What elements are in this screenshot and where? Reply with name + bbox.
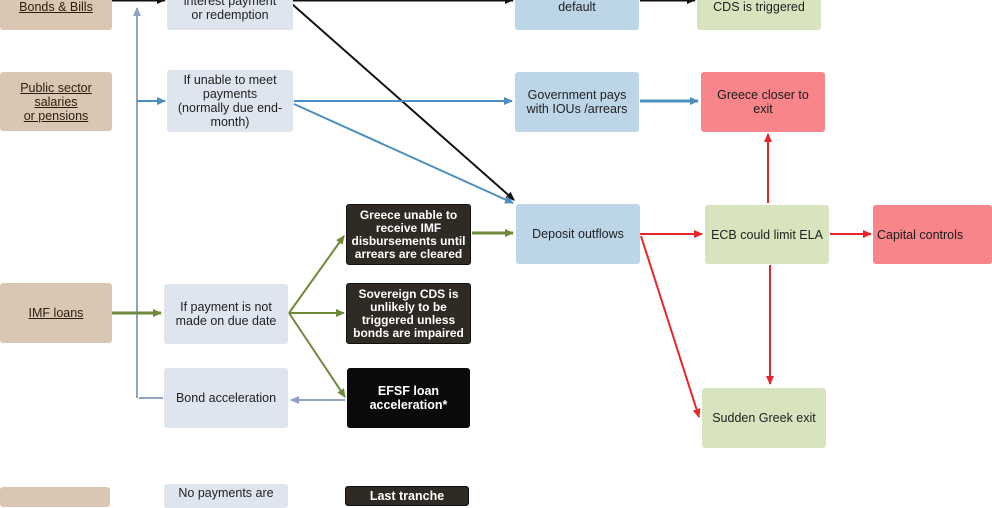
node-bond-acceleration: Bond acceleration bbox=[164, 368, 288, 428]
node-ecb-limit-ela: ECB could limit ELA bbox=[705, 205, 829, 264]
node-public-sector-label: Public sector salaries or pensions bbox=[20, 80, 92, 123]
node-last-tranche: Last tranche bbox=[345, 486, 469, 506]
node-sudden-greek-exit: Capital controls bbox=[873, 205, 992, 264]
node-payment-not-made: If payment is not made on due date bbox=[164, 284, 288, 344]
node-interest-payment: interest payment or redemption bbox=[167, 0, 293, 30]
node-capital-controls: Sudden Greek exit bbox=[702, 388, 826, 448]
node-sovereign-cds: Sovereign CDS is unlikely to be triggere… bbox=[346, 283, 471, 344]
flow-diagram bbox=[112, 0, 872, 418]
node-bonds-bills-label: Bonds & Bills bbox=[19, 0, 93, 14]
node-efsf-loan: EFSF loan acceleration* bbox=[347, 368, 470, 428]
arrow-payment-to-efsf bbox=[288, 312, 346, 398]
node-bottom-left bbox=[0, 487, 110, 507]
node-default: default bbox=[515, 0, 639, 30]
node-imf-loans-label: IMF loans bbox=[28, 306, 84, 320]
node-public-sector: Public sector salaries or pensions bbox=[0, 72, 112, 131]
node-greece-unable-imf: Greece unable to receive IMF disbursemen… bbox=[346, 204, 471, 265]
node-no-payments: No payments are bbox=[164, 484, 288, 508]
arrow-unable-to-deposit bbox=[293, 103, 514, 204]
node-deposit-outflows: Deposit outflows bbox=[516, 204, 640, 264]
node-government-pays: Government pays with IOUs /arrears bbox=[515, 72, 639, 132]
node-cds-triggered: CDS is triggered bbox=[697, 0, 821, 30]
node-greece-closer-exit: Greece closer to exit bbox=[701, 72, 825, 132]
node-bonds-bills: Bonds & Bills bbox=[0, 0, 112, 30]
arrow-payment-to-unable-imf bbox=[288, 235, 345, 314]
node-imf-loans: IMF loans bbox=[0, 283, 112, 343]
arrow-deposit-to-capital bbox=[640, 235, 701, 418]
node-unable-to-meet: If unable to meet payments (normally due… bbox=[167, 70, 293, 132]
